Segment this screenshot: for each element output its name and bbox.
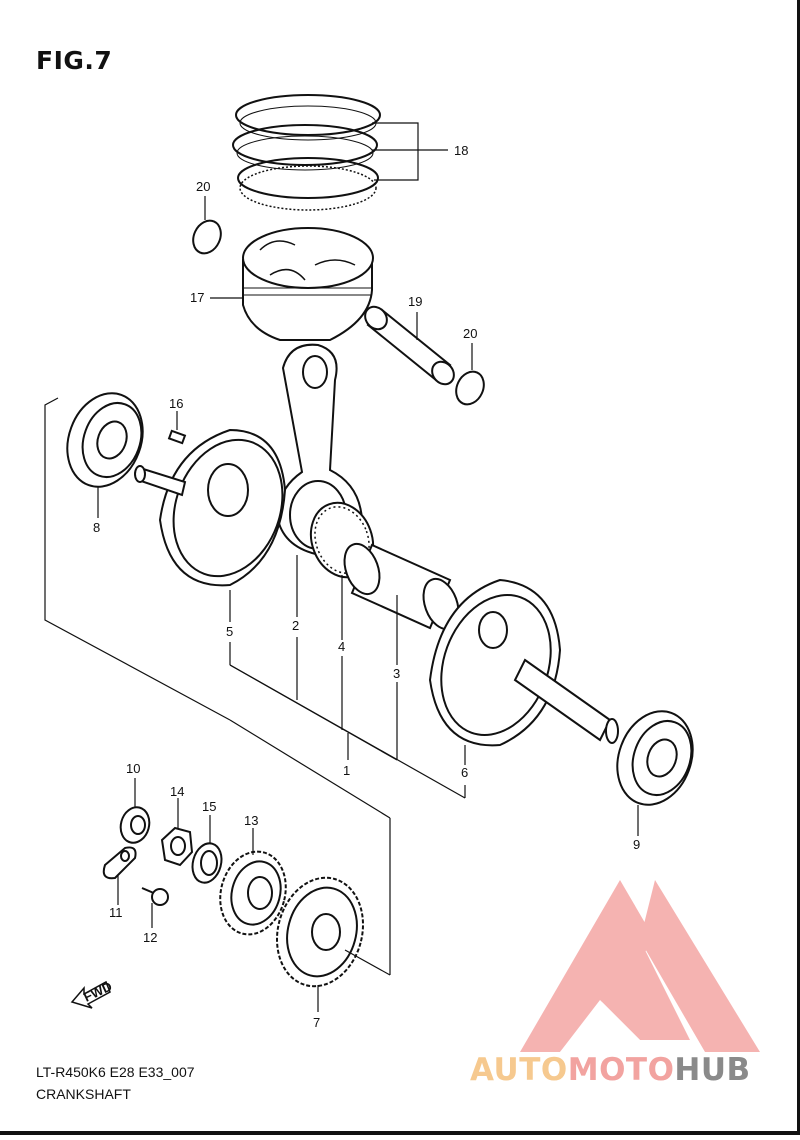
callout-6: 6	[461, 765, 468, 780]
callout-16: 16	[169, 396, 183, 411]
callout-9: 9	[633, 837, 640, 852]
nut	[160, 826, 194, 867]
callout-labels: 1 2 3 4 5 6 7 8 9 10 11 12 13 14 15 16 1…	[93, 143, 640, 1030]
frame-border-right	[797, 0, 800, 1135]
right-bearing	[616, 710, 694, 806]
callout-13: 13	[244, 813, 258, 828]
callout-14: 14	[170, 784, 184, 799]
fwd-label: FWD	[81, 979, 114, 1005]
snap-ring-left	[192, 219, 222, 255]
figure-title: FIG.7	[36, 46, 113, 75]
callout-3: 3	[393, 666, 400, 681]
lock-plate	[102, 846, 137, 880]
watermark-text: AUTOMOTOHUB	[470, 1052, 751, 1088]
leader-lines	[44, 122, 639, 1012]
callout-11: 11	[109, 905, 123, 920]
right-crankshaft-half	[428, 578, 619, 747]
callout-19: 19	[408, 294, 422, 309]
callout-2: 2	[292, 618, 299, 633]
callout-1: 1	[343, 763, 350, 778]
fwd-arrow-icon	[70, 980, 111, 1009]
balancer-drive-gear	[219, 850, 287, 936]
left-bearing	[66, 392, 144, 488]
watermark-part-3: HUB	[674, 1052, 751, 1088]
piston-rings	[232, 94, 381, 211]
piston-pin	[364, 305, 455, 386]
frame-border-bottom	[0, 1131, 800, 1135]
woodruff-key	[167, 429, 187, 445]
callout-8: 8	[93, 520, 100, 535]
piston	[242, 227, 374, 341]
watermark-logo-icon	[520, 880, 760, 1052]
callout-12: 12	[143, 930, 157, 945]
callout-5: 5	[226, 624, 233, 639]
callout-20-left: 20	[196, 179, 210, 194]
callout-17: 17	[190, 290, 204, 305]
snap-ring-right	[455, 370, 485, 406]
primary-drive-gear	[276, 876, 364, 988]
callout-4: 4	[338, 639, 345, 654]
washer	[191, 842, 223, 884]
section-name: CRANKSHAFT	[36, 1086, 131, 1102]
left-crankshaft-half	[134, 428, 287, 587]
callout-15: 15	[202, 799, 216, 814]
crank-pin	[343, 542, 460, 631]
callout-18: 18	[454, 143, 468, 158]
screw	[141, 887, 169, 906]
watermark-part-2: MOTO	[567, 1052, 675, 1088]
callout-7: 7	[313, 1015, 320, 1030]
callout-10: 10	[126, 761, 140, 776]
callout-20-right: 20	[463, 326, 477, 341]
model-code: LT-R450K6 E28 E33_007	[36, 1064, 195, 1080]
watermark-part-1: AUTO	[470, 1052, 568, 1088]
small-bearing	[119, 806, 151, 844]
